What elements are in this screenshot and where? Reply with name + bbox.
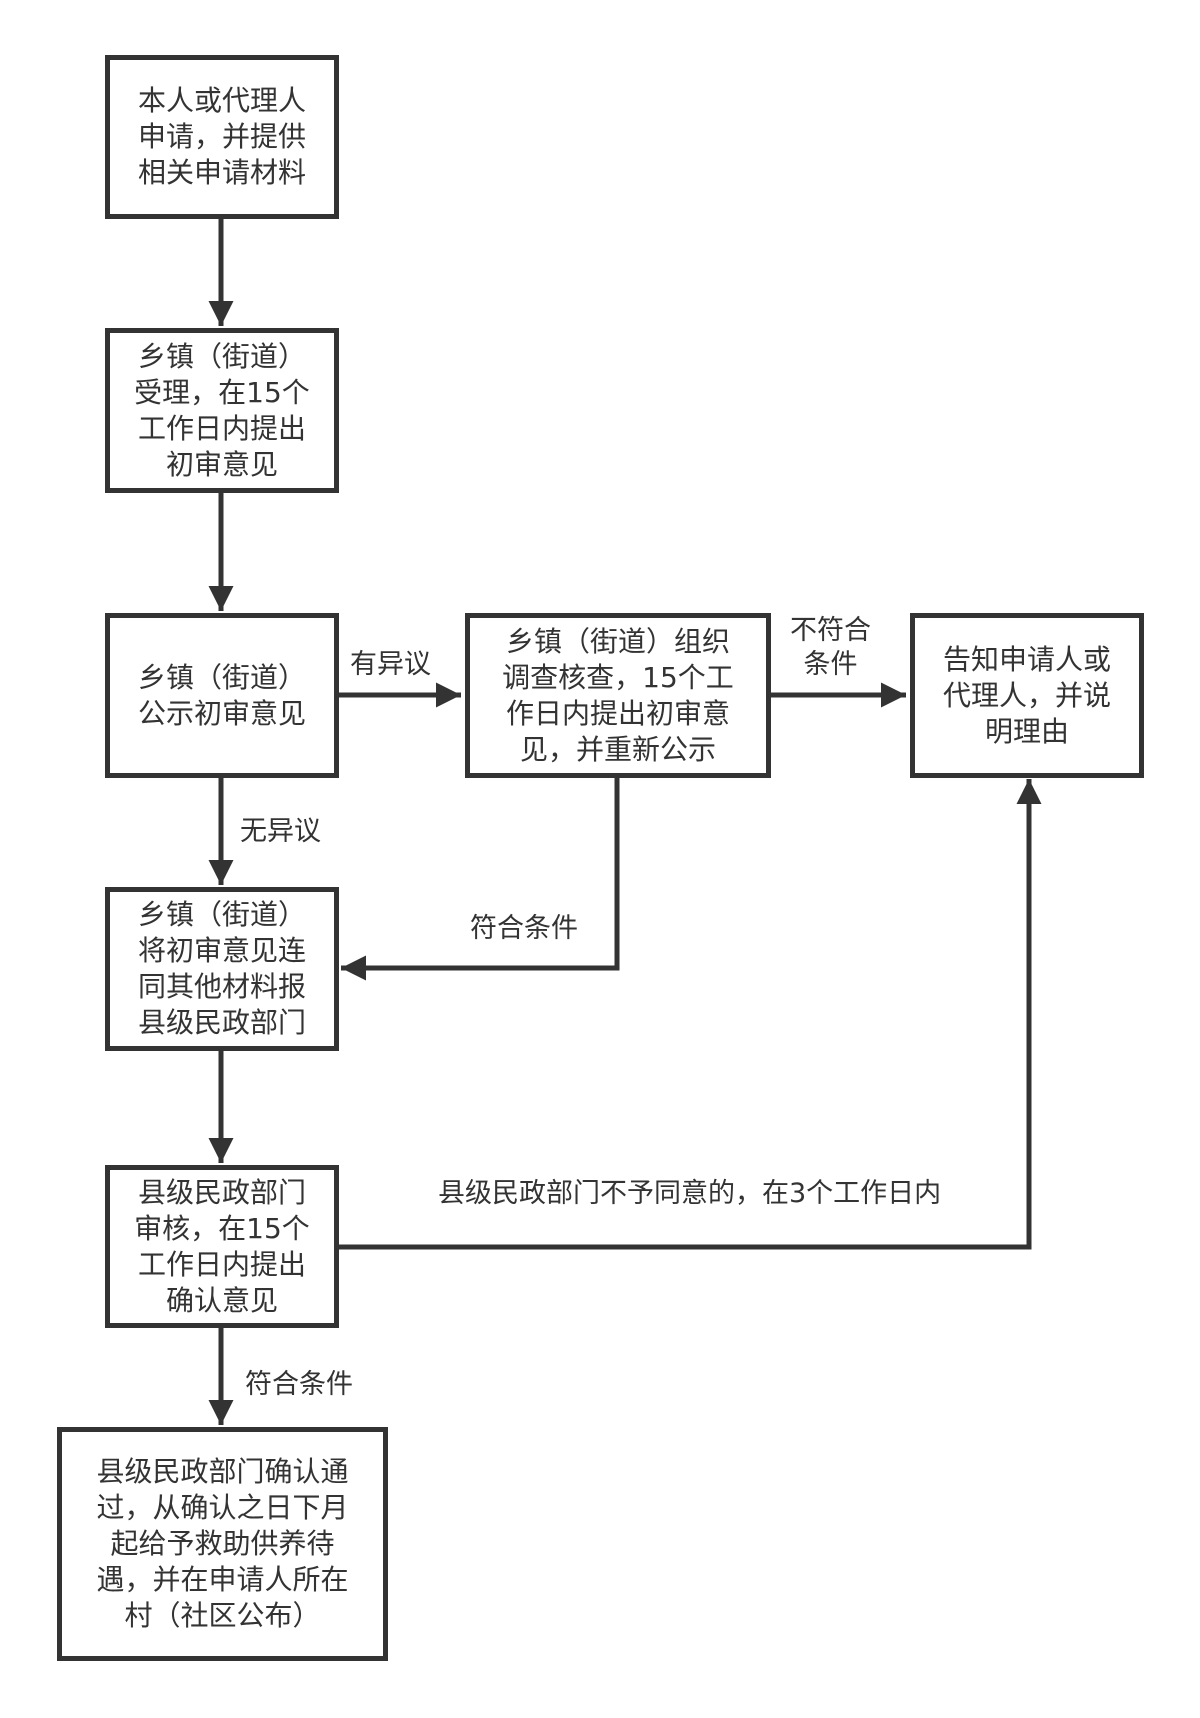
node-investigate-text: 乡镇（街道）组织 调查核查，15个工 作日内提出初审意 见，并重新公示: [502, 624, 734, 766]
edge-label-objection: 有异议: [350, 649, 431, 680]
edge-label-qualified-2: 符合条件: [245, 1369, 353, 1400]
edge-label-not-qualified: 不符合 条件: [790, 615, 871, 680]
node-accept: 乡镇（街道） 受理，在15个 工作日内提出 初审意见: [105, 328, 339, 493]
node-county-review: 县级民政部门 审核，在15个 工作日内提出 确认意见: [105, 1165, 339, 1328]
edge-investigate-report: [341, 777, 620, 981]
node-confirm: 县级民政部门确认通 过，从确认之日下月 起给予救助供养待 遇，并在申请人所在 村…: [57, 1427, 388, 1661]
node-notify: 告知申请人或 代理人，并说 明理由: [910, 613, 1144, 778]
node-apply-text: 本人或代理人 申请，并提供 相关申请材料: [137, 84, 306, 189]
node-report-text: 乡镇（街道） 将初审意见连 同其他材料报 县级民政部门: [137, 898, 306, 1039]
edge-countyreview-notify: [338, 779, 1042, 1250]
edge-label-qualified-1: 符合条件: [470, 913, 578, 944]
node-county-review-text: 县级民政部门 审核，在15个 工作日内提出 确认意见: [134, 1175, 310, 1317]
node-investigate: 乡镇（街道）组织 调查核查，15个工 作日内提出初审意 见，并重新公示: [465, 613, 771, 778]
edge-label-county-reject: 县级民政部门不予同意的，在3个工作日内: [438, 1178, 942, 1209]
node-publicize: 乡镇（街道） 公示初审意见: [105, 613, 339, 778]
node-publicize-text: 乡镇（街道） 公示初审意见: [137, 660, 306, 730]
node-report: 乡镇（街道） 将初审意见连 同其他材料报 县级民政部门: [105, 887, 339, 1051]
node-confirm-text: 县级民政部门确认通 过，从确认之日下月 起给予救助供养待 遇，并在申请人所在 村…: [96, 1455, 349, 1632]
edge-label-no-objection: 无异议: [240, 816, 321, 847]
node-notify-text: 告知申请人或 代理人，并说 明理由: [942, 642, 1111, 748]
node-apply: 本人或代理人 申请，并提供 相关申请材料: [105, 55, 339, 219]
node-accept-text: 乡镇（街道） 受理，在15个 工作日内提出 初审意见: [134, 339, 310, 481]
